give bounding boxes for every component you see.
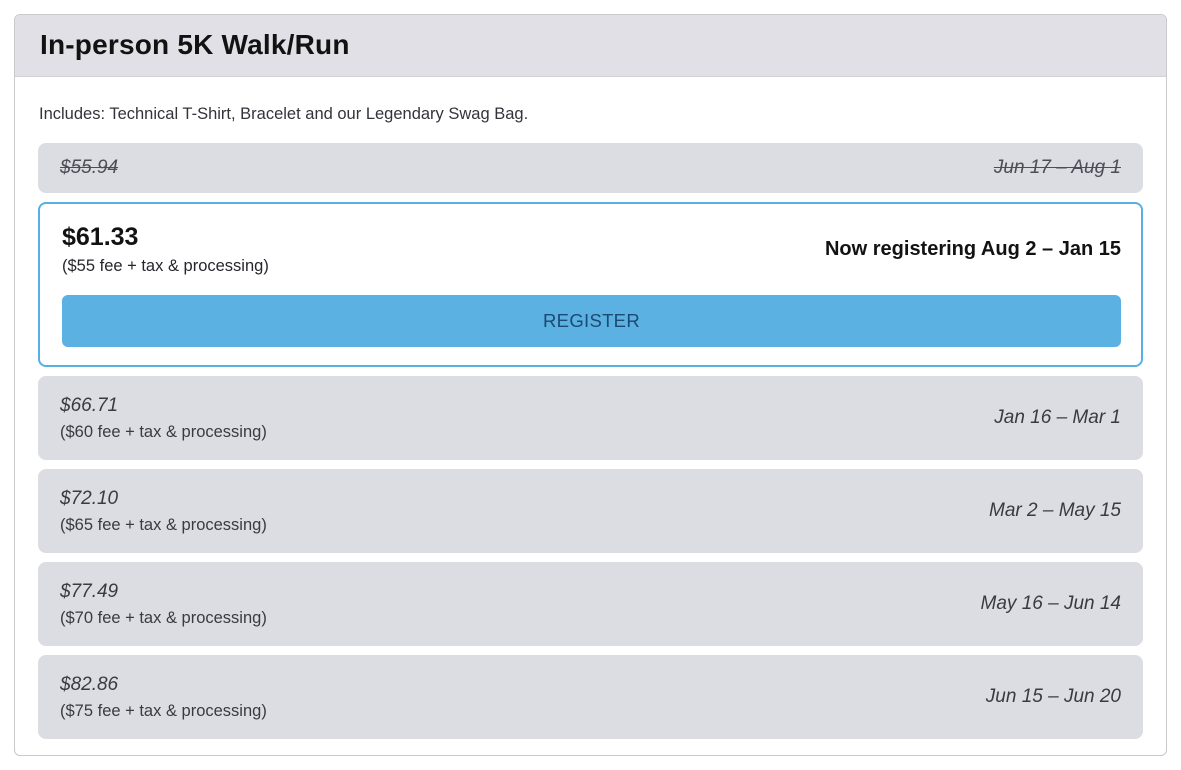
expired-dates: Jun 17 – Aug 1 bbox=[993, 157, 1121, 178]
tier-fee-note: ($65 fee + tax & processing) bbox=[60, 515, 267, 534]
pricing-tier-expired: $55.94 Jun 17 – Aug 1 bbox=[38, 143, 1143, 193]
now-registering-label: Now registering Aug 2 – Jan 15 bbox=[824, 238, 1121, 260]
tier-price-block: $77.49 ($70 fee + tax & processing) bbox=[60, 581, 267, 628]
pricing-tier-upcoming: $72.10 ($65 fee + tax & processing) Mar … bbox=[38, 469, 1143, 553]
tier-price-block: $82.86 ($75 fee + tax & processing) bbox=[60, 674, 267, 721]
tier-dates: May 16 – Jun 14 bbox=[980, 593, 1121, 614]
event-title: In-person 5K Walk/Run bbox=[40, 29, 350, 60]
tier-price: $82.86 bbox=[60, 673, 119, 695]
card-body: Includes: Technical T-Shirt, Bracelet an… bbox=[15, 77, 1166, 755]
tier-price: $66.71 bbox=[60, 394, 119, 416]
registration-card: In-person 5K Walk/Run Includes: Technica… bbox=[14, 14, 1167, 756]
tier-fee-note: ($75 fee + tax & processing) bbox=[60, 701, 267, 720]
expired-price: $55.94 bbox=[60, 157, 119, 178]
active-tier-info: $61.33 ($55 fee + tax & processing) Now … bbox=[62, 223, 1121, 276]
active-price-block: $61.33 ($55 fee + tax & processing) bbox=[62, 223, 269, 276]
register-button[interactable]: REGISTER bbox=[62, 295, 1121, 347]
tier-fee-note: ($70 fee + tax & processing) bbox=[60, 608, 267, 627]
card-header: In-person 5K Walk/Run bbox=[15, 15, 1166, 77]
tier-price-block: $72.10 ($65 fee + tax & processing) bbox=[60, 488, 267, 535]
tier-dates: Jan 16 – Mar 1 bbox=[994, 407, 1121, 428]
tier-price-block: $66.71 ($60 fee + tax & processing) bbox=[60, 395, 267, 442]
pricing-tier-upcoming: $77.49 ($70 fee + tax & processing) May … bbox=[38, 562, 1143, 646]
active-price: $61.33 bbox=[62, 223, 139, 251]
pricing-tier-upcoming: $66.71 ($60 fee + tax & processing) Jan … bbox=[38, 376, 1143, 460]
tier-dates: Mar 2 – May 15 bbox=[989, 500, 1121, 521]
tier-fee-note: ($60 fee + tax & processing) bbox=[60, 422, 267, 441]
tier-price: $77.49 bbox=[60, 580, 119, 602]
pricing-tier-list: $55.94 Jun 17 – Aug 1 $61.33 ($55 fee + … bbox=[38, 143, 1143, 739]
tier-dates: Jun 15 – Jun 20 bbox=[985, 686, 1121, 707]
includes-text: Includes: Technical T-Shirt, Bracelet an… bbox=[39, 105, 529, 123]
tier-price: $72.10 bbox=[60, 487, 119, 509]
pricing-tier-active: $61.33 ($55 fee + tax & processing) Now … bbox=[38, 202, 1143, 367]
active-fee-note: ($55 fee + tax & processing) bbox=[62, 257, 269, 275]
pricing-tier-upcoming: $82.86 ($75 fee + tax & processing) Jun … bbox=[38, 655, 1143, 739]
